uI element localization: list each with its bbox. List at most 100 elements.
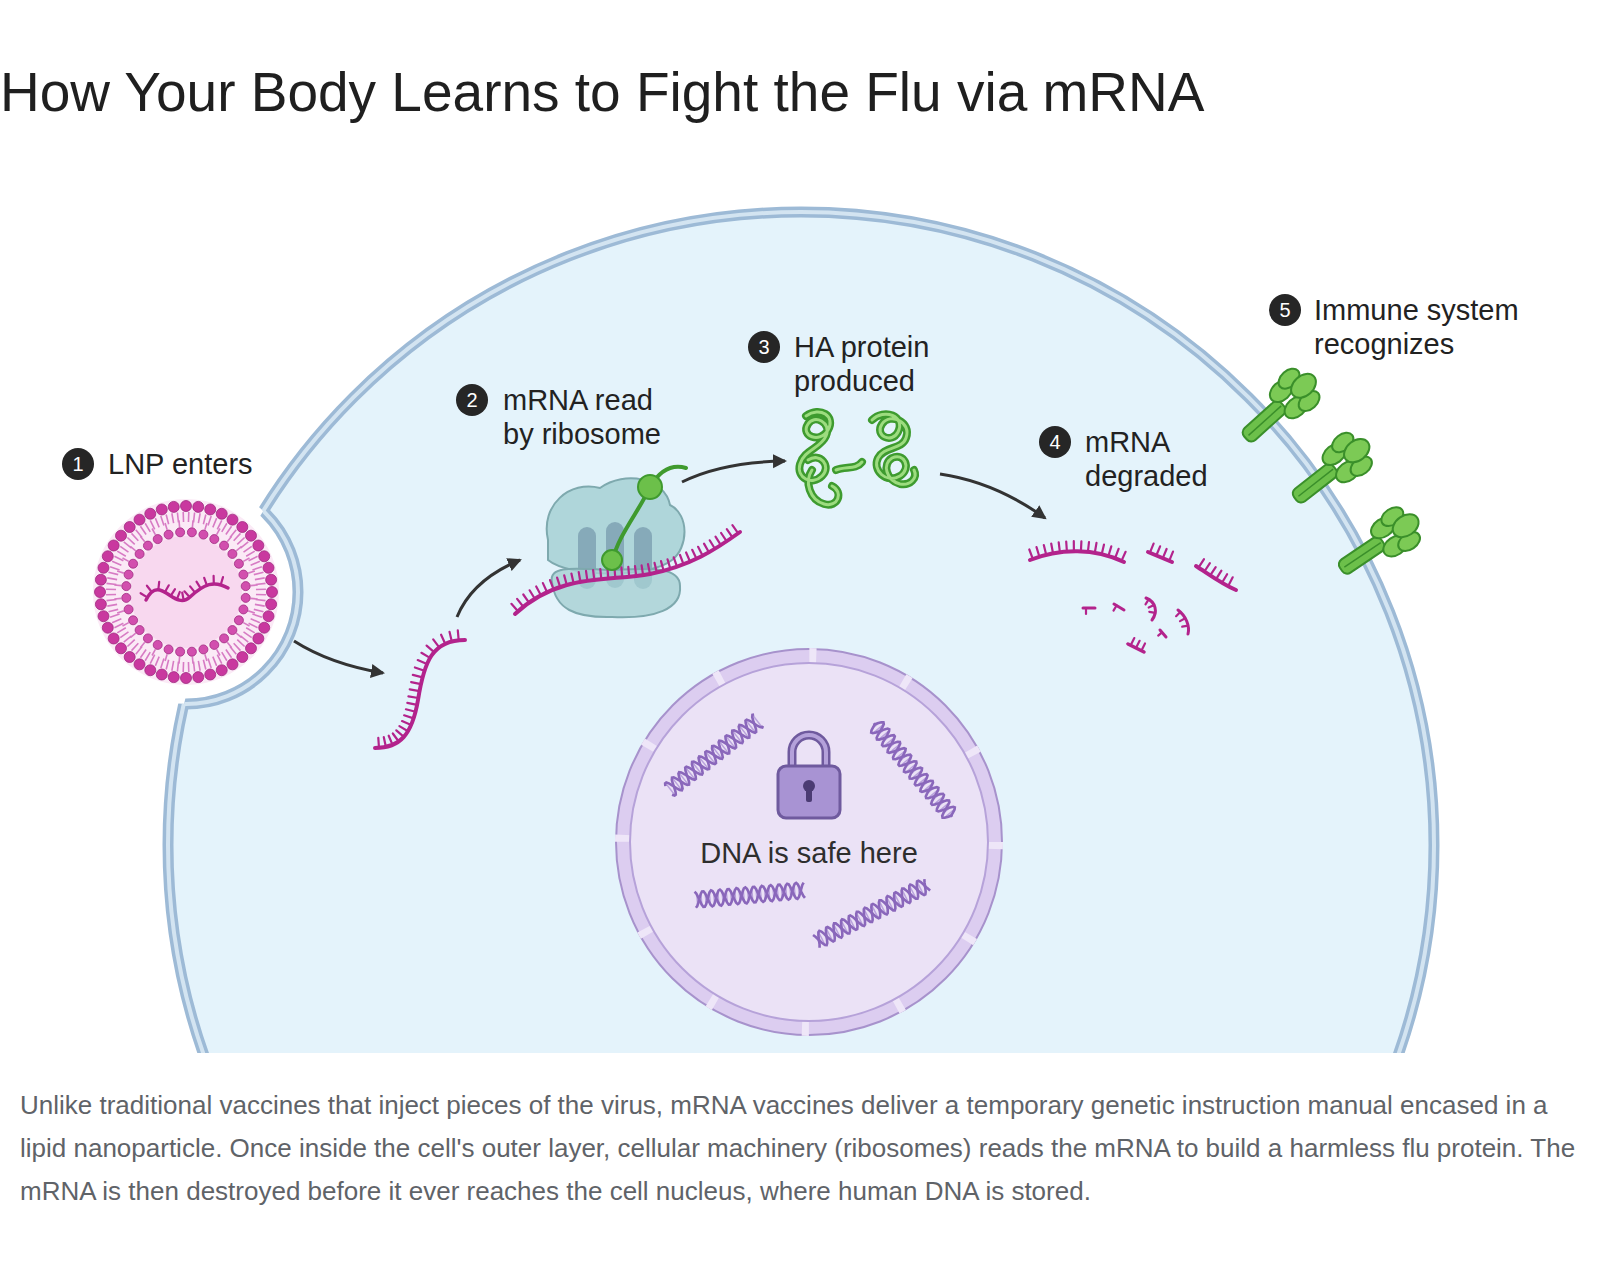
mrna-strands bbox=[375, 630, 465, 748]
nuclear-envelope-inner bbox=[630, 663, 988, 1021]
step-label: mRNA read by ribosome bbox=[503, 383, 673, 451]
callout-number: 3 bbox=[748, 331, 780, 363]
dna-helices bbox=[664, 714, 958, 949]
protein-head bbox=[1286, 369, 1320, 403]
dna-strand bbox=[868, 719, 957, 821]
dna-helix bbox=[695, 882, 805, 907]
process-arrow bbox=[457, 560, 520, 617]
process-arrow bbox=[682, 461, 785, 482]
base-pairs bbox=[665, 715, 762, 796]
membrane-indent bbox=[74, 480, 298, 704]
lipid-tails bbox=[106, 512, 266, 672]
ribosome-mrna bbox=[511, 525, 740, 614]
nucleotide-ticks bbox=[1146, 599, 1156, 613]
ha-protein bbox=[799, 412, 915, 505]
lock-body bbox=[778, 766, 840, 818]
stalk-groove bbox=[1298, 469, 1333, 496]
lipid-tails bbox=[114, 520, 257, 663]
nucleotide-ticks bbox=[1150, 544, 1173, 561]
process-arrows bbox=[294, 461, 1045, 673]
mrna-strand bbox=[1114, 604, 1124, 610]
keyhole-slot bbox=[806, 788, 812, 802]
nucleotide-ticks bbox=[1176, 612, 1188, 627]
nucleotide-ticks bbox=[1029, 541, 1125, 561]
dna-strand bbox=[868, 719, 957, 821]
growing-peptide bbox=[602, 467, 686, 570]
dna-helix bbox=[868, 719, 957, 821]
dna-strand bbox=[664, 714, 764, 797]
nucleotide-ticks bbox=[511, 525, 738, 611]
surface-protein bbox=[1328, 499, 1430, 589]
protein-head bbox=[1388, 510, 1422, 542]
keyhole bbox=[803, 780, 815, 792]
protein-stalk bbox=[1240, 399, 1288, 444]
amino-acid bbox=[602, 550, 622, 570]
process-arrow bbox=[294, 641, 383, 673]
protein-head bbox=[1340, 434, 1374, 467]
lnp-body bbox=[93, 499, 279, 685]
nucleotide-ticks bbox=[1114, 606, 1117, 611]
nucleotide-ticks bbox=[1158, 632, 1162, 635]
callout-number: 4 bbox=[1039, 426, 1071, 458]
step-label: mRNA degraded bbox=[1085, 425, 1235, 493]
mrna-strand bbox=[1146, 598, 1155, 620]
stalk-groove bbox=[1249, 406, 1282, 435]
cytoplasm bbox=[168, 212, 1434, 1053]
nuclear-pores bbox=[623, 656, 995, 1028]
cell-membrane bbox=[168, 212, 1434, 1053]
membrane-indent-line bbox=[74, 480, 298, 704]
step-label: HA protein produced bbox=[794, 330, 954, 398]
lock-shackle bbox=[792, 735, 826, 768]
mrna-strand bbox=[1083, 607, 1095, 610]
nucleotide-ticks bbox=[141, 576, 223, 601]
protein-stalk bbox=[1337, 535, 1387, 576]
callout-number: 5 bbox=[1269, 294, 1301, 326]
membrane-inner-line bbox=[168, 212, 1434, 1053]
lipid-nanoparticle bbox=[93, 499, 279, 685]
dna-strand bbox=[813, 878, 931, 949]
dna-helix bbox=[664, 714, 764, 797]
nucleus-node: DNA is safe here bbox=[615, 648, 1003, 1036]
process-arrow bbox=[940, 474, 1045, 518]
amino-acid bbox=[638, 475, 662, 499]
surface-protein bbox=[1230, 359, 1329, 455]
nuclear-envelope-outer bbox=[616, 649, 1002, 1035]
step-label: LNP enters bbox=[108, 447, 308, 481]
nucleotide-ticks bbox=[378, 630, 458, 748]
lnp-core bbox=[130, 536, 242, 648]
base-pairs bbox=[697, 885, 800, 906]
mrna-strand bbox=[375, 640, 465, 748]
nucleotide-ticks bbox=[1085, 608, 1087, 614]
base-pairs bbox=[871, 721, 955, 818]
nucleotide-ticks bbox=[1199, 559, 1233, 586]
peptide-chain bbox=[612, 467, 686, 562]
lock-icon bbox=[778, 735, 840, 818]
callout-number: 2 bbox=[456, 384, 488, 416]
dna-strand bbox=[695, 882, 805, 907]
surface-proteins bbox=[1230, 359, 1430, 588]
protein-stalk bbox=[1290, 462, 1339, 505]
lipid-heads bbox=[122, 528, 250, 656]
callout-number: 1 bbox=[62, 448, 94, 480]
title-heading: How Your Body Learns to Fight the Flu vi… bbox=[0, 59, 1600, 125]
cell bbox=[74, 212, 1434, 1053]
lock-shackle-inner bbox=[792, 735, 826, 768]
dna-strand bbox=[664, 714, 764, 797]
step-label: Immune system recognizes bbox=[1314, 293, 1544, 361]
dna-strand bbox=[813, 878, 931, 949]
lipid-heads bbox=[95, 501, 278, 684]
protein-coil bbox=[799, 412, 915, 505]
dna-helix bbox=[813, 878, 931, 949]
degraded-mrna bbox=[1029, 541, 1236, 652]
nucleotide-ticks bbox=[1131, 638, 1145, 651]
stalk-groove bbox=[1344, 543, 1380, 568]
caption-text: Unlike traditional vaccines that inject … bbox=[20, 1084, 1596, 1213]
protein-coil-outline bbox=[799, 412, 915, 505]
dna-strand bbox=[695, 882, 805, 907]
node-text: DNA is safe here bbox=[659, 836, 959, 870]
base-pairs bbox=[815, 880, 928, 947]
surface-protein bbox=[1281, 424, 1382, 517]
mrna-strand bbox=[515, 532, 740, 614]
